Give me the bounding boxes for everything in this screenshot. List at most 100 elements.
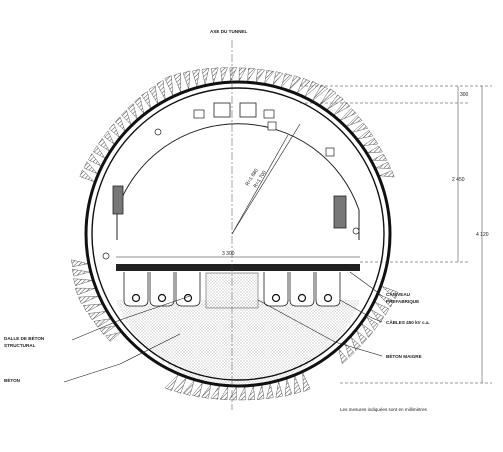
rock-hatch-segment — [192, 69, 200, 87]
top-equipment-box-4 — [263, 109, 275, 119]
rock-hatch-segment — [379, 170, 395, 178]
rock-hatch-segment — [238, 386, 246, 401]
rock-hatch-segment — [375, 161, 392, 169]
top-segment-label: 300 — [460, 92, 469, 98]
radius-line-outer — [231, 123, 301, 235]
rock-hatch-segment — [366, 316, 379, 331]
rock-hatch-segment — [340, 108, 357, 121]
rock-hatch-segment — [264, 69, 275, 84]
rock-hatch-segment — [127, 103, 138, 120]
rock-hatch-segment — [73, 278, 93, 286]
rock-hatch-segment — [220, 67, 228, 82]
rock-hatch-segment — [78, 296, 99, 304]
rock-hatch-segment — [121, 109, 132, 125]
callout-caniveau-line1: CANIVEAU — [386, 292, 411, 297]
callout-cables: CÂBLES 450 kV c.a. — [386, 319, 430, 325]
top-equipment-box-1 — [213, 102, 231, 118]
rock-hatch-segment — [247, 386, 256, 401]
rock-hatch-segment — [294, 376, 302, 395]
rock-hatch-segment — [304, 81, 320, 97]
cable-troughs-right — [263, 272, 341, 307]
callout-dalle-line2: STRUCTURAL — [4, 343, 36, 348]
rock-hatch-segment — [74, 287, 96, 296]
side-cabinet-left — [112, 185, 124, 215]
rock-hatch-segment — [275, 381, 283, 398]
floor-width-label: 3 300 — [222, 251, 235, 257]
rock-hatch-segment — [356, 330, 367, 345]
rock-hatch-segment — [378, 294, 394, 308]
rock-hatch-segment — [272, 71, 284, 86]
rock-hatch-segment — [372, 153, 388, 161]
rock-hatch-segment — [247, 68, 256, 82]
rock-hatch-segment — [326, 94, 344, 110]
callout-beton-maigre: BÉTON MAIGRE — [386, 352, 422, 359]
rock-hatch-segment — [238, 67, 247, 82]
rock-hatch-segment — [192, 382, 203, 398]
top-equipment-box-2 — [239, 102, 257, 118]
callout-leaders-left — [63, 295, 191, 383]
rock-hatch-segment — [99, 325, 116, 335]
rock-hatch-segment — [229, 67, 238, 82]
rock-hatch-segment — [148, 85, 158, 104]
rock-hatch-segment — [333, 101, 351, 115]
top-equipment-box-3 — [193, 109, 205, 119]
rock-hatch-segment — [284, 378, 293, 397]
rock-hatch-segment — [346, 115, 363, 127]
concrete-fill — [116, 300, 360, 386]
rock-hatch-segment — [93, 318, 111, 328]
wall-box-right — [325, 147, 335, 157]
rock-hatch-segment — [344, 343, 355, 358]
height-dimensions — [300, 85, 492, 384]
rock-hatch-segment — [201, 68, 210, 85]
rock-hatch-segment — [201, 384, 212, 399]
rock-hatch-segment — [105, 332, 121, 342]
rock-hatch-segment — [319, 88, 337, 105]
callout-leaders-right — [257, 271, 383, 357]
rock-hatch-segment — [156, 80, 166, 100]
rock-hatch-segment — [362, 137, 379, 146]
rock-hatch-segment — [88, 153, 102, 167]
callout-caniveau-line2: PREFABRIQUE — [386, 299, 419, 304]
cable-troughs-left — [123, 272, 201, 307]
rock-hatch-segment — [141, 91, 151, 109]
floor-slab — [116, 264, 360, 271]
rock-hatch-segment — [266, 383, 274, 400]
middle-segment-label: 2 450 — [452, 177, 465, 183]
tunnel-outer-wall — [84, 80, 392, 388]
rock-hatch-segment — [71, 268, 90, 277]
rock-hatch-segment — [210, 385, 220, 400]
rock-hatch-segment — [182, 380, 195, 396]
rock-hatch-segment — [255, 68, 265, 83]
radius-line-inner — [231, 134, 289, 235]
rock-hatch-segment — [289, 75, 302, 91]
rock-hatch-segment — [164, 374, 179, 391]
rock-hatch-segment — [370, 309, 384, 324]
rock-hatch-segment — [114, 116, 126, 131]
rock-hatch-segment — [357, 130, 374, 140]
tunnel-inner-wall — [91, 87, 385, 381]
rock-hatch-segment — [134, 97, 144, 114]
rock-hatching — [71, 67, 399, 401]
light-fixture-left — [154, 128, 162, 136]
rock-hatch-segment — [352, 122, 369, 133]
rock-hatch-segment — [88, 311, 107, 320]
side-fixture-right — [352, 227, 360, 235]
rock-hatch-segment — [381, 286, 399, 300]
rock-hatch-segment — [302, 372, 311, 392]
side-cabinet-right — [333, 195, 347, 229]
rock-hatch-segment — [219, 386, 229, 401]
side-fixture-left — [102, 252, 110, 260]
inner-lining-arc — [116, 123, 360, 211]
rock-hatch-segment — [374, 301, 390, 316]
rock-hatch-segment — [93, 145, 106, 159]
rock-hatch-segment — [83, 161, 98, 174]
top-equipment-box-5 — [267, 121, 277, 131]
rock-hatch-segment — [210, 67, 219, 84]
total-height-label: 4 120 — [476, 232, 489, 238]
rock-hatch-segment — [297, 78, 311, 94]
rock-hatch-segment — [281, 73, 293, 88]
rock-hatch-segment — [103, 130, 115, 145]
rock-hatch-segment — [109, 123, 120, 138]
rock-hatch-segment — [173, 377, 187, 394]
